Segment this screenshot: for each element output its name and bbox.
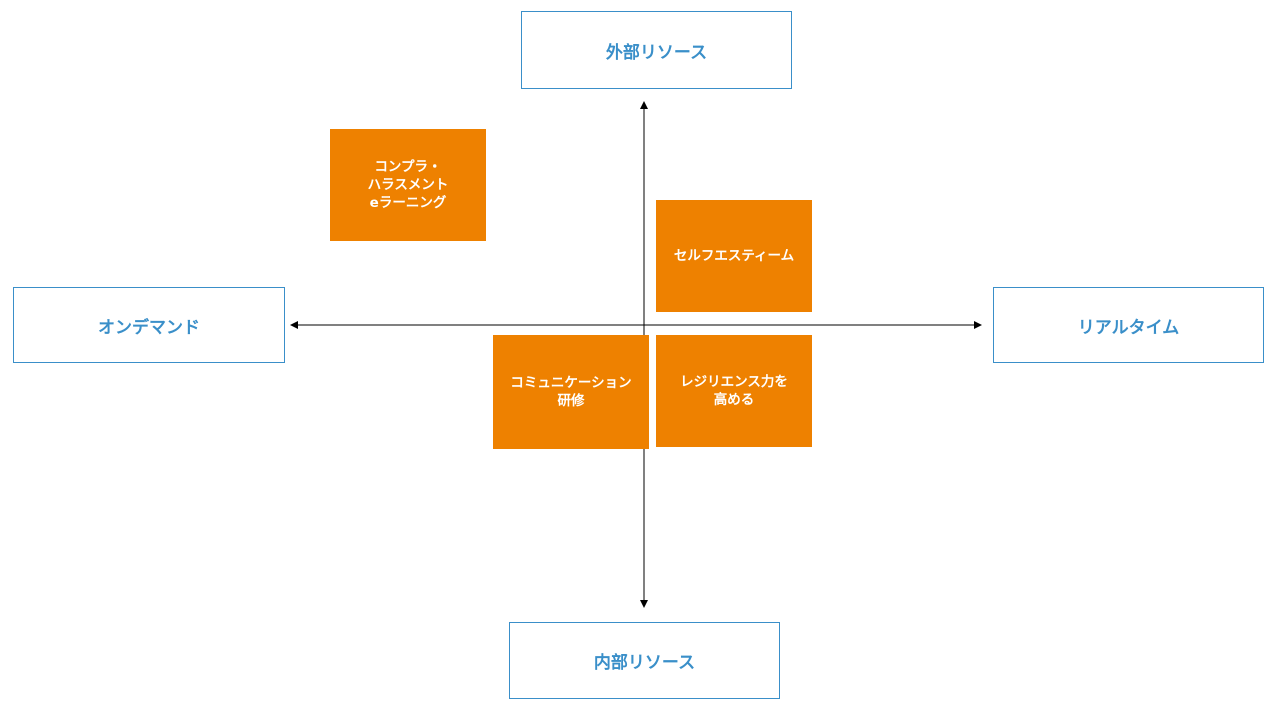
- item-communication-line-2: 研修: [557, 393, 585, 409]
- item-resilience-line-1: レジリエンス力を: [680, 374, 788, 390]
- item-self-esteem-line-1: セルフエスティーム: [673, 248, 795, 264]
- item-resilience: レジリエンス力を 高める: [656, 335, 812, 447]
- axis-label-right-box: リアルタイム: [993, 287, 1264, 363]
- axis-label-left-box: オンデマンド: [13, 287, 285, 363]
- axis-label-top-box: 外部リソース: [521, 11, 792, 89]
- item-compliance-line-2: ハラスメント: [367, 177, 449, 193]
- item-communication-line-1: コミュニケーション: [510, 375, 632, 391]
- axis-label-bottom: 内部リソース: [593, 653, 696, 673]
- item-communication-training: コミュニケーション 研修: [493, 335, 649, 449]
- item-self-esteem: セルフエスティーム: [656, 200, 812, 312]
- axis-label-left: オンデマンド: [98, 317, 200, 338]
- item-compliance-line-1: コンプラ・: [374, 159, 442, 175]
- axis-label-bottom-box: 内部リソース: [509, 622, 780, 699]
- axis-label-right: リアルタイム: [1077, 317, 1180, 338]
- item-compliance-elearning: コンプラ・ ハラスメント eラーニング: [330, 129, 486, 241]
- item-resilience-line-2: 高める: [713, 392, 755, 408]
- axis-label-top: 外部リソース: [605, 42, 708, 63]
- item-compliance-line-3: eラーニング: [369, 195, 447, 211]
